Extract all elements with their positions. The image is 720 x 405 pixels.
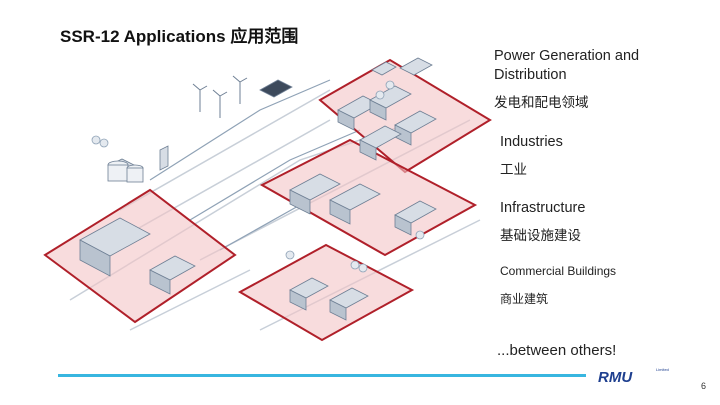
label-power-en-line1: Power Generation and	[494, 48, 640, 64]
power-lines	[149, 79, 361, 251]
trees	[91, 80, 425, 273]
page-title: SSR-12 Applications 应用范围	[60, 22, 298, 47]
label-industries: Industries 工业	[500, 133, 563, 180]
power-plant-towers	[107, 160, 144, 183]
footer-accent-line	[58, 374, 586, 377]
between-others-text: ...between others!	[497, 342, 617, 359]
label-power-en-line2: Distribution	[494, 67, 567, 83]
rmu-logo-text: RMU	[598, 369, 633, 386]
title-zh: 应用范围	[230, 27, 299, 47]
label-industries-zh: 工业	[500, 162, 527, 178]
label-infrastructure-en: Infrastructure	[500, 200, 586, 216]
highlight-commercial	[237, 243, 415, 342]
label-infrastructure: Infrastructure 基础设施建设	[500, 199, 585, 246]
label-power-distribution: Power Generation and Distribution 发电和配电领…	[494, 47, 639, 113]
label-infrastructure-zh: 基础设施建设	[500, 228, 581, 244]
label-power-zh: 发电和配电领域	[494, 95, 589, 111]
rmu-logo-graphic: RMU Limited	[598, 367, 669, 386]
label-industries-en: Industries	[500, 134, 563, 150]
wind-turbines	[192, 75, 248, 118]
buildings	[79, 57, 437, 321]
page-number: 6	[700, 381, 706, 391]
label-commercial: Commercial Buildings 商业建筑	[500, 262, 616, 309]
rmu-logo: RMU Limited	[598, 365, 678, 392]
title-en: SSR-12 Applications	[60, 27, 226, 46]
highlight-infrastructure	[43, 188, 237, 324]
rmu-logo-small: Limited	[656, 367, 669, 372]
label-commercial-zh: 商业建筑	[500, 292, 549, 306]
label-commercial-en: Commercial Buildings	[500, 264, 617, 278]
